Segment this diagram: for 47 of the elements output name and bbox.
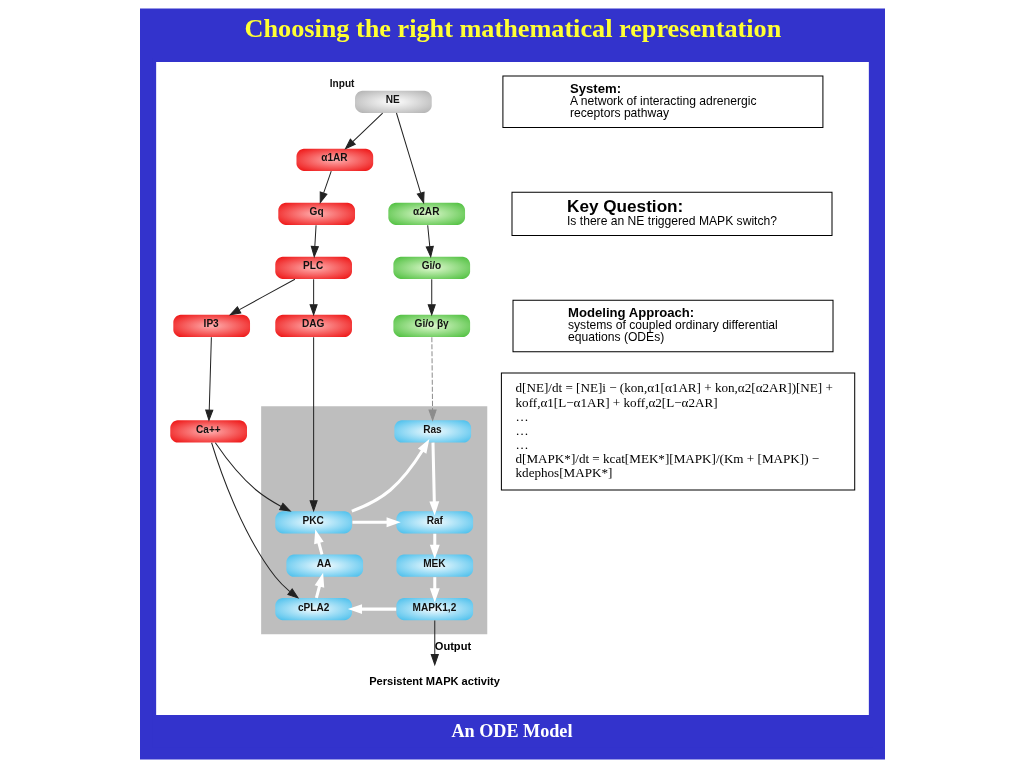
node-box: MAPK1,2 bbox=[395, 598, 473, 621]
edge-label: Output bbox=[434, 640, 471, 653]
arrow bbox=[428, 442, 439, 516]
node-box: IP3 bbox=[172, 314, 250, 338]
cluster bbox=[155, 61, 869, 716]
arrow bbox=[395, 112, 425, 205]
node-box: PLC bbox=[274, 256, 352, 279]
arrow bbox=[308, 336, 318, 513]
arrow bbox=[425, 224, 434, 259]
arrow bbox=[319, 170, 332, 205]
arrow bbox=[427, 336, 437, 422]
arrow bbox=[210, 442, 299, 599]
caption: An ODE Model bbox=[450, 720, 572, 741]
arrow bbox=[310, 224, 319, 259]
diagram-title: Choosing the right mathematical representation bbox=[243, 13, 781, 43]
node-box: Key Question: Is there an NE triggered MAPK switch? bbox=[511, 191, 832, 237]
arrow bbox=[343, 112, 383, 150]
node-text: Persistent MAPK activity bbox=[368, 674, 500, 687]
arrow bbox=[347, 604, 396, 615]
arrow bbox=[308, 278, 318, 317]
node-box: Raf bbox=[395, 511, 473, 534]
node-box: Gi/o βγ bbox=[392, 314, 470, 338]
arrow bbox=[430, 619, 439, 667]
node-box: α2AR bbox=[387, 202, 465, 225]
node-box: Gq bbox=[277, 202, 355, 225]
arrow bbox=[427, 278, 436, 317]
arrow bbox=[313, 529, 324, 555]
node-box: Ras bbox=[393, 420, 471, 443]
arrow bbox=[204, 336, 213, 422]
node-box: AA bbox=[285, 554, 363, 577]
node-box: Gi/o bbox=[392, 256, 470, 279]
arrow bbox=[228, 278, 295, 316]
node-box: System: A network of interacting adrenergic receptors pathway bbox=[501, 75, 823, 129]
arrow bbox=[350, 438, 429, 513]
node-box: d[NE]/dt = [NE]i − (kon,α1[α1AR] + kon,α2[α2AR])[NE] + koff,α1[L−α1AR] + koff,α2[L−α2AR] … … … d[MAPK*]/dt = kcat[MEK*][MAPK]/(Km + [MAPK]) − kdephos[MAPK*] bbox=[500, 372, 855, 491]
node-box: NE bbox=[354, 90, 432, 113]
node-box: PKC bbox=[274, 511, 352, 534]
node-box: Ca++ bbox=[169, 420, 247, 443]
node-box: cPLA2 bbox=[274, 598, 352, 621]
node-box: MEK bbox=[395, 554, 473, 577]
node-box: α1AR bbox=[295, 148, 373, 171]
arrow bbox=[314, 572, 324, 599]
arrow bbox=[214, 442, 292, 512]
node-box: DAG bbox=[274, 314, 352, 338]
node-label: Input bbox=[329, 77, 354, 89]
arrow bbox=[351, 517, 401, 528]
node-box: Modeling Approach: systems of coupled ordinary differential equations (ODEs) bbox=[512, 299, 833, 353]
